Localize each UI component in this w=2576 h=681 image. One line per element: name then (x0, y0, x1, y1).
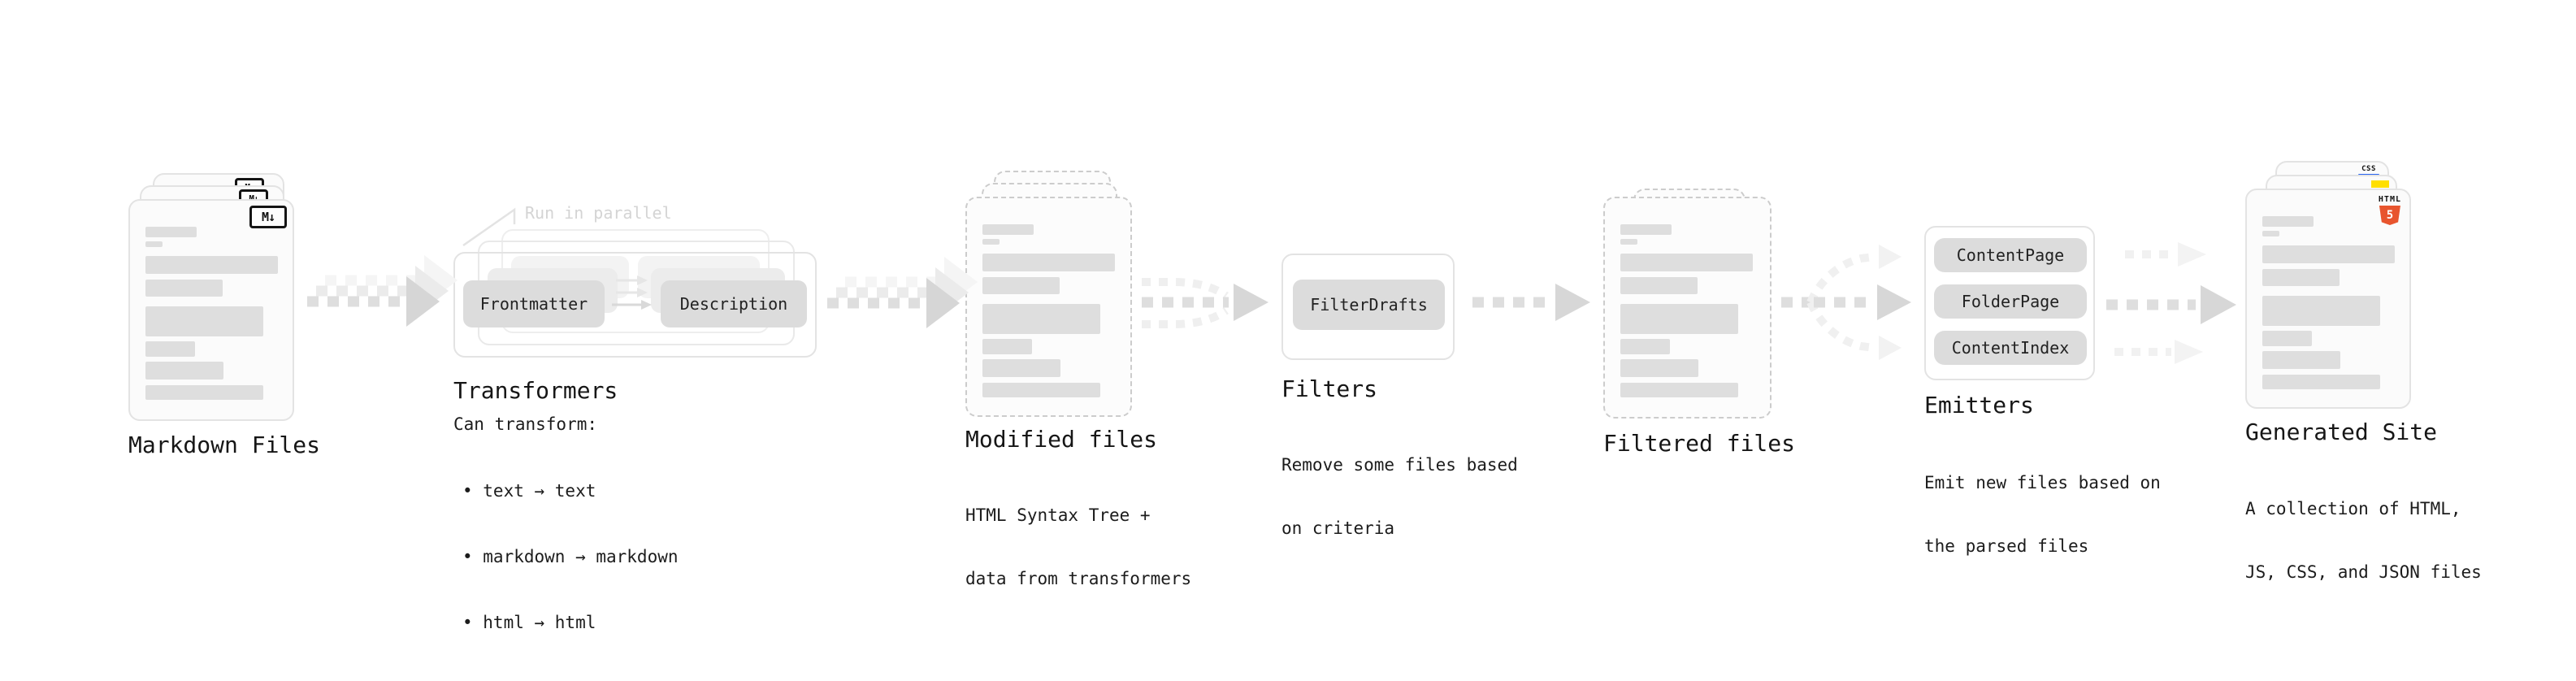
placeholder-bar (982, 277, 1060, 294)
placeholder-bar (2262, 245, 2395, 263)
placeholder-bar (982, 339, 1032, 354)
arrow-filters-to-filtered (1472, 284, 1590, 321)
stage-title: Transformers (453, 377, 618, 404)
stage-description: Can transform: (453, 414, 598, 434)
html5-shield: 5 (2379, 206, 2400, 225)
placeholder-bar (145, 385, 263, 400)
arrow-emitters-to-generated (2106, 242, 2236, 364)
node-filterdrafts: FilterDrafts (1293, 280, 1445, 330)
placeholder-bar (2262, 331, 2312, 346)
placeholder-bar (982, 359, 1060, 377)
description-line: A collection of HTML, (2245, 499, 2461, 518)
placeholder-bar (145, 362, 223, 380)
placeholder-bar (1620, 254, 1753, 271)
placeholder-bar (145, 280, 223, 297)
arrow-transformers-to-modified (827, 257, 978, 328)
placeholder-bar (145, 227, 197, 237)
placeholder-bar (145, 256, 278, 274)
placeholder-bar (1620, 339, 1670, 354)
document-card: M↓ (128, 199, 294, 421)
placeholder-bar (982, 224, 1034, 235)
description-line: Remove some files based (1281, 455, 1518, 475)
document-card: HTML 5 (2245, 189, 2411, 409)
description-line: HTML Syntax Tree + (965, 505, 1151, 525)
document-card (965, 197, 1132, 417)
stage-title: Markdown Files (128, 432, 321, 458)
js-icon (2371, 180, 2389, 188)
placeholder-bar (2262, 269, 2340, 286)
transform-bullets: • text → text • markdown → markdown • ht… (462, 436, 679, 678)
markdown-icon: M↓ (249, 206, 287, 228)
stage-description: Remove some files based on criteria (1281, 412, 1518, 581)
bullet-item: • markdown → markdown (462, 547, 679, 566)
stage-title: Generated Site (2245, 419, 2438, 445)
node-folderpage: FolderPage (1934, 284, 2087, 319)
stage-description: HTML Syntax Tree + data from transformer… (965, 462, 1191, 631)
placeholder-bar (1620, 304, 1738, 334)
arrow-modified-to-filters (1142, 278, 1268, 328)
description-line: data from transformers (965, 569, 1192, 588)
bullet-item: • text → text (462, 481, 596, 501)
placeholder-bar (2262, 231, 2279, 236)
placeholder-bar (2262, 351, 2340, 369)
placeholder-bar (1620, 277, 1698, 294)
html5-number: 5 (2386, 209, 2394, 222)
stage-description: Emit new files based on the parsed files (1924, 430, 2161, 599)
description-line: the parsed files (1924, 536, 2089, 556)
node-contentpage: ContentPage (1934, 238, 2087, 272)
bullet-item: • html → html (462, 613, 596, 632)
placeholder-bar (2262, 216, 2314, 227)
placeholder-bar (1620, 383, 1738, 397)
description-line: on criteria (1281, 518, 1395, 538)
node-description: Description (661, 280, 807, 327)
stage-title: Emitters (1924, 392, 2034, 419)
html5-wordmark: HTML (2378, 195, 2401, 204)
document-card (1603, 197, 1772, 419)
node-frontmatter: Frontmatter (463, 280, 605, 327)
stage-title: Filters (1281, 375, 1378, 402)
placeholder-bar (1620, 224, 1672, 235)
placeholder-bar (145, 341, 195, 357)
placeholder-bar (145, 306, 263, 336)
stage-title: Modified files (965, 426, 1158, 453)
stage-title: Filtered files (1603, 430, 1796, 457)
placeholder-bar (982, 239, 1000, 245)
description-line: JS, CSS, and JSON files (2245, 562, 2482, 582)
run-in-parallel-note: Run in parallel (525, 203, 672, 223)
placeholder-bar (2262, 296, 2380, 326)
description-line: Emit new files based on (1924, 473, 2161, 492)
css-wordmark: CSS (2361, 165, 2376, 173)
placeholder-bar (982, 304, 1100, 334)
arrow-filtered-to-emitters (1781, 245, 1911, 360)
placeholder-bar (145, 241, 163, 247)
arrow-markdown-to-transformers (307, 255, 458, 327)
html5-icon: HTML 5 (2379, 195, 2401, 225)
placeholder-bar (2262, 375, 2380, 389)
placeholder-bar (1620, 359, 1698, 377)
stage-description: A collection of HTML, JS, CSS, and JSON … (2245, 456, 2482, 625)
placeholder-bar (1620, 239, 1637, 245)
placeholder-bar (982, 254, 1115, 271)
placeholder-bar (982, 383, 1100, 397)
node-contentindex: ContentIndex (1934, 331, 2087, 365)
